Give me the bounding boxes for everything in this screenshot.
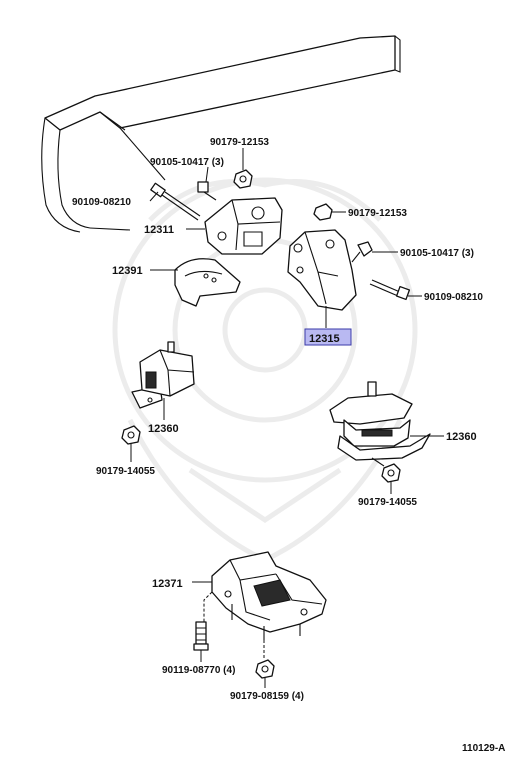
bolt-08770 <box>193 621 209 651</box>
callout-labels: 90179-12153 90105-10417 (3) 90109-08210 … <box>72 137 483 702</box>
label-90179-14055-right[interactable]: 90179-14055 <box>358 497 417 508</box>
insulator-12371 <box>203 551 327 660</box>
label-90179-08159[interactable]: 90179-08159 (4) <box>230 691 304 702</box>
label-90109-08210-left[interactable]: 90109-08210 <box>72 197 131 208</box>
label-12371[interactable]: 12371 <box>152 578 183 590</box>
label-12311[interactable]: 12311 <box>144 224 174 236</box>
diagram-reference-code: 110129-A <box>462 743 505 754</box>
bolt-08210-right <box>369 279 411 301</box>
nut-14055-right <box>381 463 401 483</box>
bolt-10417-left <box>197 181 217 201</box>
label-12360-right[interactable]: 12360 <box>446 431 477 443</box>
bolt-08210-left <box>150 182 201 221</box>
leader-lines <box>149 148 444 688</box>
label-90105-10417-right[interactable]: 90105-10417 (3) <box>400 248 474 259</box>
bracket-12315 <box>287 229 357 311</box>
bolt-10417-right <box>351 241 373 263</box>
bracket-12311 <box>204 197 283 255</box>
label-90179-14055-left[interactable]: 90179-14055 <box>96 466 155 477</box>
nut-14055-left <box>121 425 141 462</box>
label-90179-12153-right[interactable]: 90179-12153 <box>348 208 407 219</box>
label-90119-08770[interactable]: 90119-08770 (4) <box>162 665 235 676</box>
shield-12391 <box>174 258 241 307</box>
nut-08159 <box>255 659 275 679</box>
highlight-12315 <box>304 328 352 346</box>
label-90179-12153-top[interactable]: 90179-12153 <box>210 137 269 148</box>
label-12315[interactable]: 12315 <box>309 333 340 345</box>
nut-12153-right <box>313 203 333 221</box>
label-90105-10417-left[interactable]: 90105-10417 (3) <box>150 157 224 168</box>
engine-block-outline <box>41 35 401 233</box>
insulator-12360-left <box>131 341 195 409</box>
insulator-12360-right <box>329 381 431 467</box>
nut-12153-top <box>233 169 253 189</box>
label-12360-left[interactable]: 12360 <box>148 423 179 435</box>
label-12391[interactable]: 12391 <box>112 265 143 277</box>
label-90109-08210-right[interactable]: 90109-08210 <box>424 292 483 303</box>
